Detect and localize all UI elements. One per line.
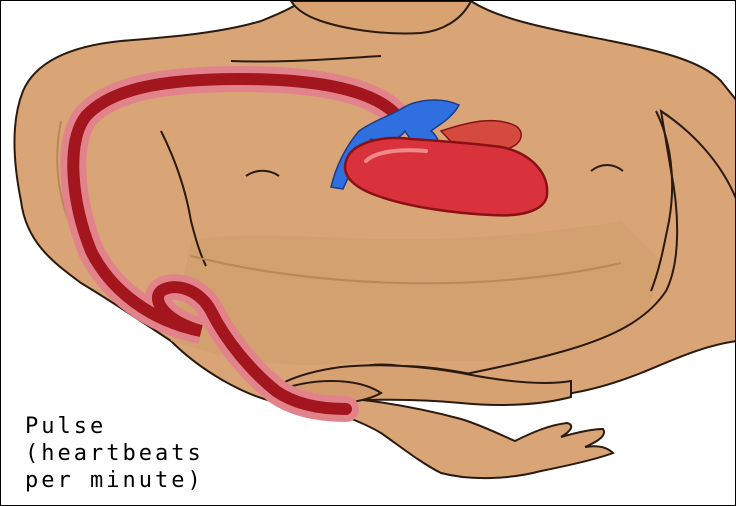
caption-line-per-minute: per minute) (25, 467, 204, 494)
caption-line-pulse: Pulse (25, 413, 204, 440)
caption-line-heartbeats: (heartbeats (25, 440, 204, 467)
pulse-caption: Pulse (heartbeats per minute) (25, 413, 204, 494)
